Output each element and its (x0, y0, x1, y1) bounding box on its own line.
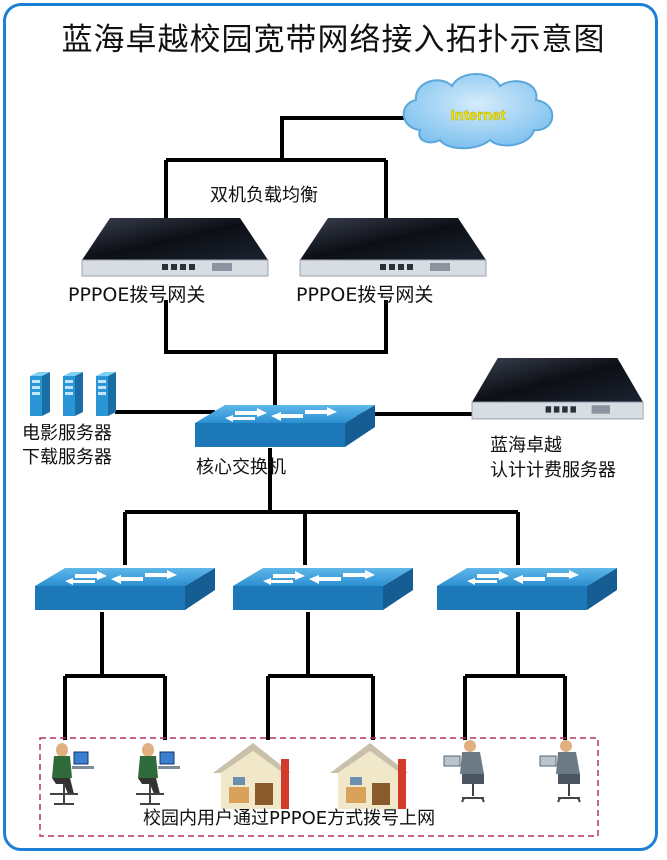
auth-label-line1: 蓝海卓越 (490, 435, 562, 456)
dorm-house-icon-2 (330, 743, 408, 809)
users-caption: 校园内用户通过PPPOE方式拨号上网 (143, 808, 436, 829)
internet-label: Internet (450, 107, 505, 124)
servers-label-line1: 电影服务器 (22, 423, 112, 444)
load-balance-label: 双机负载均衡 (210, 185, 318, 206)
internet-cloud (402, 73, 554, 150)
access-switch-2 (233, 568, 413, 610)
user-chair-icon-2 (539, 739, 581, 803)
access-switch-3 (437, 568, 617, 610)
servers-label-line2: 下载服务器 (22, 447, 112, 468)
core-switch-label: 核心交换机 (196, 457, 286, 478)
access-switch-1 (35, 568, 215, 610)
gateway-left-label: PPPOE拨号网关 (68, 284, 206, 306)
auth-server-device (471, 357, 644, 420)
server-icon-2 (63, 372, 83, 416)
gateway-right-label: PPPOE拨号网关 (296, 284, 434, 306)
server-icon-3 (96, 372, 116, 416)
diagram-title: 蓝海卓越校园宽带网络接入拓扑示意图 (61, 22, 606, 58)
auth-label-line2: 认计计费服务器 (490, 460, 616, 481)
user-desk-icon-2 (135, 742, 181, 805)
user-desk-icon-1 (49, 742, 95, 805)
user-chair-icon-1 (443, 739, 485, 803)
server-icon-1 (30, 372, 50, 416)
gateway-device-left (81, 217, 269, 277)
users-area (39, 737, 599, 837)
core-switch (195, 405, 375, 447)
gateway-device-right (299, 217, 487, 277)
dorm-house-icon-1 (213, 743, 291, 809)
